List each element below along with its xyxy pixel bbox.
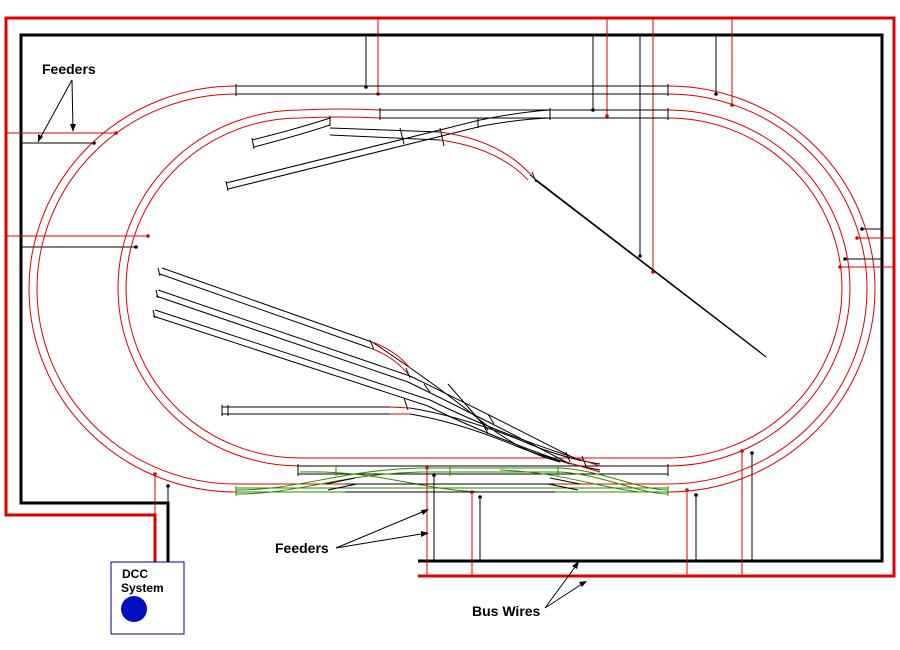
bus-wires-label: Bus Wires [472, 603, 541, 619]
outer-top-straight [235, 84, 669, 96]
feeders-label-top: Feeders [42, 61, 96, 77]
upper-spurs-red [439, 131, 533, 181]
black-bus-wire [19, 33, 884, 563]
arrow-heads [38, 124, 587, 587]
dcc-system-box: DCC System [110, 561, 185, 635]
bottom-crossover [325, 477, 581, 493]
upper-spurs [225, 109, 767, 358]
inner-bottom-straight [297, 464, 669, 476]
inner-top-straight [379, 108, 669, 120]
outer-loop-track [28, 85, 876, 493]
inner-loop-track [117, 108, 851, 467]
lower-yard-red [369, 341, 601, 473]
dcc-indicator-dot [121, 596, 147, 622]
annotation-arrows [37, 79, 586, 609]
dcc-box-frame [110, 561, 185, 635]
feeders-label-bottom: Feeders [275, 540, 329, 556]
dcc-label-line1: DCC [122, 567, 148, 581]
passing-siding [235, 466, 669, 496]
feeder-wires [6, 18, 894, 576]
dcc-label-line2: System [121, 581, 164, 595]
feeder-joints [92, 85, 864, 499]
lower-yard [152, 267, 601, 471]
